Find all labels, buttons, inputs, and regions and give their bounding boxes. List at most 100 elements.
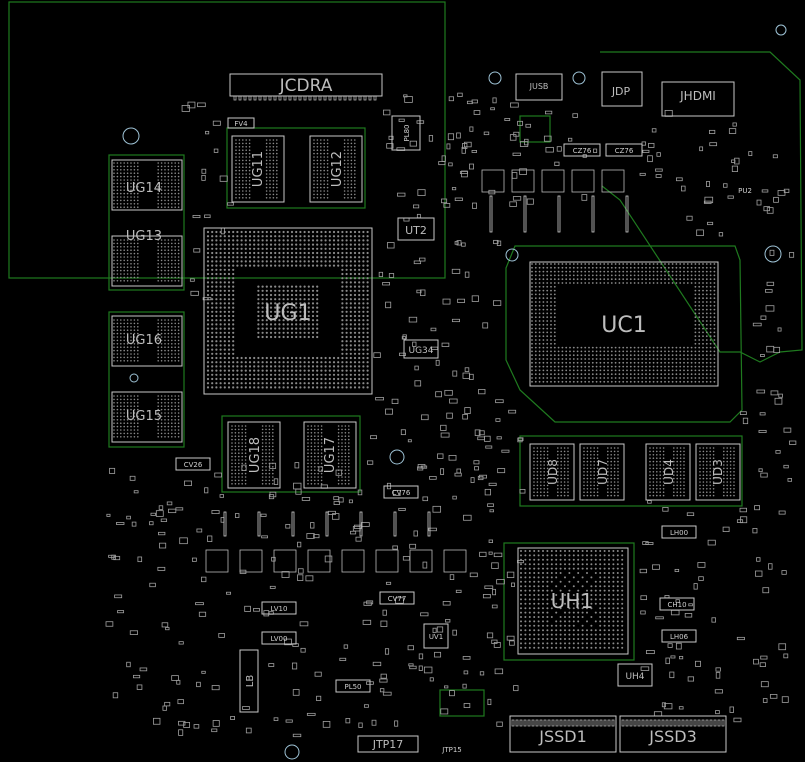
bga-ball <box>671 358 674 360</box>
bga-ball <box>629 278 632 281</box>
bga-ball <box>167 332 170 335</box>
bga-ball <box>652 447 655 449</box>
bga-ball <box>133 319 136 321</box>
bga-ball <box>126 332 129 335</box>
bga-ball <box>524 620 527 623</box>
bga-ball <box>347 163 349 165</box>
bga-ball <box>265 331 268 334</box>
bga-ball <box>362 373 365 376</box>
bga-ball <box>332 260 336 263</box>
bga-ball <box>223 314 226 318</box>
bga-ball <box>612 567 615 570</box>
bga-ball <box>599 563 602 566</box>
bga-ball <box>546 633 549 636</box>
smd-pad <box>512 152 521 156</box>
bga-ball <box>126 165 129 168</box>
bga-ball <box>126 186 129 188</box>
smd-pad <box>525 123 532 128</box>
smd-pad <box>442 298 451 305</box>
bga-ball <box>320 190 322 192</box>
bga-ball <box>238 186 241 189</box>
bga-ball <box>326 186 329 189</box>
bga-ball <box>317 476 320 478</box>
bga-ball <box>353 373 357 376</box>
smd-pad <box>709 129 716 134</box>
bga-ball <box>341 425 343 427</box>
bga-ball <box>113 339 115 342</box>
bga-ball <box>215 285 218 288</box>
bga-ball <box>253 264 256 267</box>
bga-ball <box>583 457 585 460</box>
bga-ball <box>698 327 701 330</box>
bga-ball <box>362 251 365 255</box>
bga-ball <box>520 607 522 610</box>
bga-ball <box>660 266 663 269</box>
bga-ball <box>295 377 298 381</box>
bga-ball <box>645 350 647 353</box>
bga-ball <box>164 329 166 332</box>
bga-ball <box>702 380 704 383</box>
smd-pad <box>362 619 372 625</box>
bga-ball <box>126 360 129 362</box>
bga-ball <box>227 377 231 381</box>
bga-ball <box>652 377 655 379</box>
bga-ball <box>366 298 369 301</box>
bga-ball <box>584 266 587 269</box>
bga-ball <box>709 361 712 364</box>
bga-ball <box>232 230 235 234</box>
bga-ball <box>272 146 275 148</box>
connector-pin <box>673 719 677 727</box>
connector-pin <box>677 719 681 727</box>
bga-ball <box>629 358 632 360</box>
bga-ball <box>626 278 628 281</box>
bga-ball <box>572 263 575 265</box>
bga-ball <box>713 278 716 281</box>
bga-ball <box>227 365 231 368</box>
bga-ball <box>167 252 170 255</box>
bga-ball <box>349 323 352 326</box>
bga-ball <box>354 159 356 162</box>
bga-ball <box>311 335 315 339</box>
bga-ball <box>679 481 682 483</box>
bga-ball <box>645 369 647 372</box>
bga-ball <box>268 476 271 478</box>
bga-ball <box>211 306 214 309</box>
bga-ball <box>123 246 125 248</box>
bga-ball <box>581 633 584 636</box>
bga-ball <box>712 481 715 483</box>
bga-ball <box>583 450 585 453</box>
bga-ball <box>272 466 274 468</box>
bga-ball <box>341 369 344 372</box>
bga-ball <box>116 189 119 191</box>
bga-ball <box>219 256 222 259</box>
bga-ball <box>307 327 310 330</box>
bga-ball <box>358 386 361 389</box>
bga-ball <box>234 442 237 444</box>
bga-ball <box>257 235 260 238</box>
bga-ball <box>167 242 170 245</box>
bga-ball <box>133 346 136 349</box>
bga-ball <box>702 266 704 269</box>
bga-ball <box>652 278 655 281</box>
bga-ball <box>540 494 542 497</box>
bga-ball <box>157 356 159 359</box>
bga-ball <box>656 377 659 379</box>
bga-ball <box>215 369 218 372</box>
bga-ball <box>137 280 139 282</box>
bga-ball <box>557 346 560 349</box>
bga-ball <box>274 335 277 339</box>
bga-ball <box>583 460 585 463</box>
bga-ball <box>345 365 348 368</box>
bga-ball <box>531 346 533 349</box>
bga-ball <box>265 239 268 242</box>
bga-ball <box>137 199 139 202</box>
bga-ball <box>245 190 247 192</box>
bga-ball <box>557 481 559 483</box>
smd-pad <box>159 542 167 549</box>
bga-ball <box>557 454 559 456</box>
bga-ball <box>569 266 571 269</box>
bga-ball <box>245 173 247 175</box>
bga-ball <box>702 354 704 357</box>
bga-ball <box>113 273 115 275</box>
bga-ball <box>313 190 315 192</box>
